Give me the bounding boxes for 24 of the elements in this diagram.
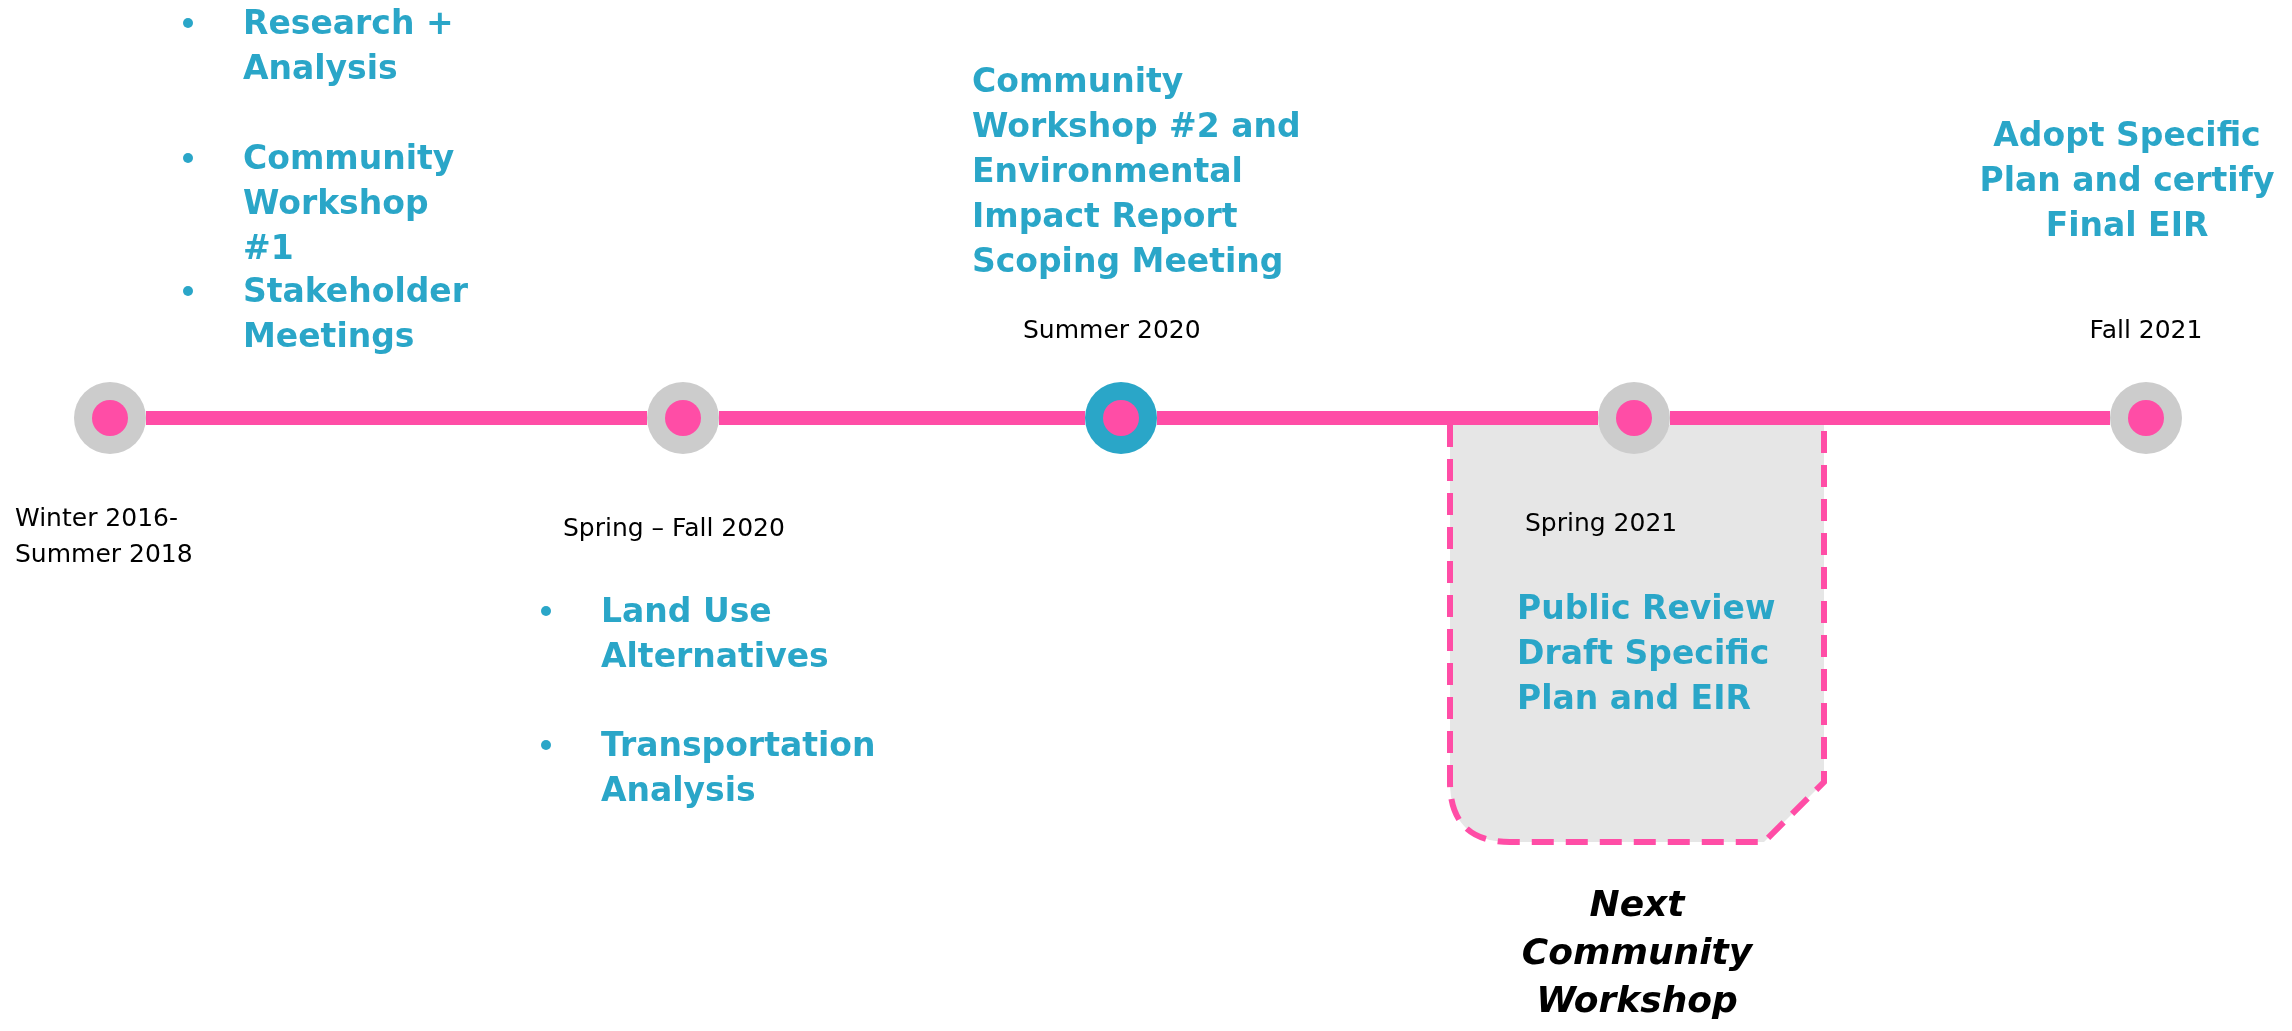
date-label: Summer 2020 [1023, 314, 1202, 346]
milestone-circle [647, 382, 719, 454]
note-text: Next Community Workshop [1520, 882, 1755, 1022]
milestone-circle [74, 382, 146, 454]
timeline-line [1157, 411, 1598, 425]
timeline-line [146, 411, 647, 425]
milestone-title: Community Workshop #2 and Environmental Impact Report Scoping Meeting [972, 60, 1302, 282]
timeline-line [1670, 411, 2110, 425]
milestone-circle [2110, 382, 2182, 454]
bullet-item: Stakeholder Meetings [243, 270, 469, 357]
timeline-line [719, 411, 1085, 425]
milestone-circle [1085, 382, 1157, 454]
milestone-title: Public Review Draft Specific Plan and EIR [1517, 587, 1777, 719]
milestone-title: Adopt Specific Plan and certify Final EIR [1978, 114, 2276, 246]
bullet-item: Transportation Analysis [601, 724, 877, 811]
phase-box [1447, 425, 1827, 845]
date-label: Fall 2021 [2088, 314, 2204, 346]
milestone-circle [1598, 382, 1670, 454]
bullet-item: Community Workshop #1 [243, 137, 456, 269]
date-label: Winter 2016- Summer 2018 [15, 502, 194, 570]
date-label: Spring – Fall 2020 [563, 512, 786, 544]
date-label: Spring 2021 [1525, 507, 1679, 539]
bullet-item: Research + Analysis [243, 2, 455, 89]
bullet-item: Land Use Alternatives [601, 590, 830, 677]
